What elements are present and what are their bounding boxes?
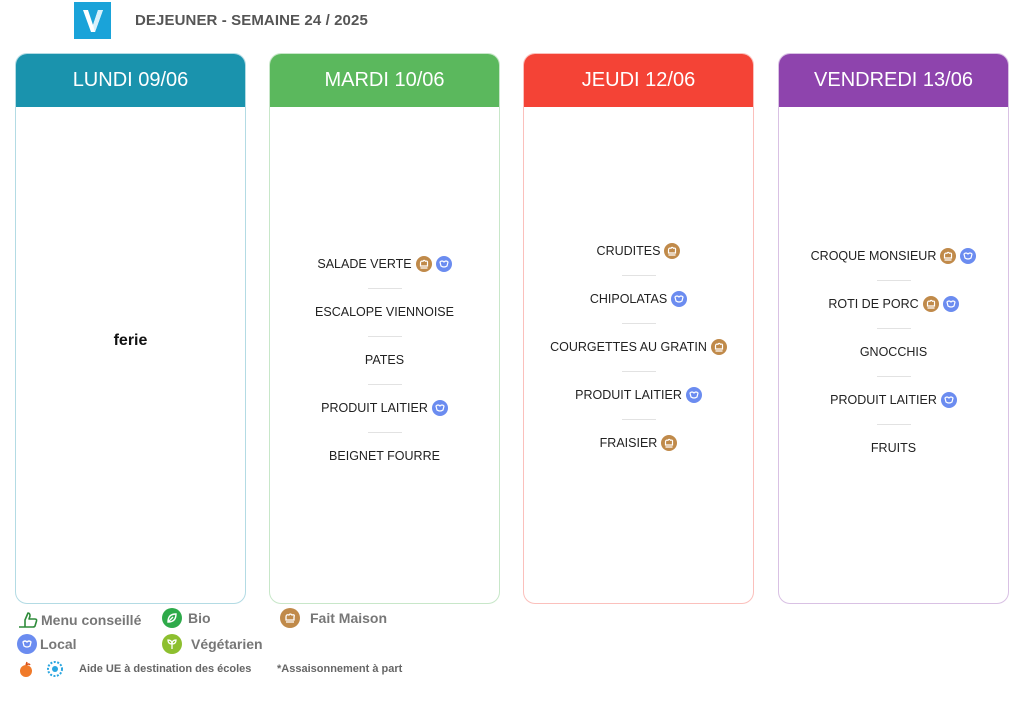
- menu-separator: [876, 316, 911, 340]
- menu-item: ESCALOPE VIENNOISE: [315, 300, 454, 324]
- menu-item: PRODUIT LAITIER: [321, 396, 448, 420]
- local-icon: [942, 296, 959, 312]
- local-icon: [671, 291, 688, 307]
- menu-item: COURGETTES AU GRATIN: [550, 335, 727, 359]
- legend-aide-ue: Aide UE à destination des écoles: [79, 663, 252, 675]
- thumbs-up-icon: [19, 612, 38, 628]
- legend-label: Végétarien: [191, 636, 263, 652]
- legend-vegetarien: Végétarien: [162, 634, 263, 654]
- day-header: JEUDI 12/06: [524, 54, 753, 107]
- menu-item-label: FRAISIER: [599, 436, 658, 450]
- menu-item-label: GNOCCHIS: [859, 345, 928, 359]
- vegetarian-sprout-icon: [162, 634, 182, 654]
- menu-separator: [621, 407, 656, 431]
- day-body: SALADE VERTE ESCALOPE VIENNOISE PATES PRODU…: [270, 107, 499, 603]
- menu-item: PRODUIT LAITIER: [830, 388, 957, 412]
- fait-maison-icon: [661, 435, 678, 451]
- bio-leaf-icon: [162, 608, 182, 628]
- legend-fait-maison: Fait Maison: [280, 608, 387, 628]
- fait-maison-icon: [710, 339, 727, 355]
- local-map-icon: [17, 634, 37, 654]
- fait-maison-icon: [940, 248, 957, 264]
- day-header: VENDREDI 13/06: [779, 54, 1008, 107]
- menu-item-label: CROQUE MONSIEUR: [810, 249, 937, 263]
- menu-item-label: SALADE VERTE: [317, 257, 412, 271]
- day-card-vendredi: VENDREDI 13/06 CROQUE MONSIEUR ROTI DE PO…: [778, 53, 1009, 604]
- day-card-lundi: LUNDI 09/06 ferie: [15, 53, 246, 604]
- local-icon: [685, 387, 702, 403]
- page-title: DEJEUNER - SEMAINE 24 / 2025: [135, 12, 368, 29]
- logo: [74, 2, 111, 39]
- menu-item-label: ESCALOPE VIENNOISE: [315, 305, 454, 319]
- local-icon: [435, 256, 452, 272]
- day-body: CRUDITES CHIPOLATAS COURGETTES AU GRATIN PR…: [524, 107, 753, 603]
- local-icon: [940, 392, 957, 408]
- fait-maison-icon: [664, 243, 681, 259]
- menu-item: SALADE VERTE: [317, 252, 452, 276]
- legend-bio: Bio: [162, 608, 211, 628]
- day-card-mardi: MARDI 10/06 SALADE VERTE ESCALOPE VIENNOI…: [269, 53, 500, 604]
- menu-separator: [367, 372, 402, 396]
- menu-item: CRUDITES: [597, 239, 681, 263]
- eu-milk-icon: [45, 660, 65, 678]
- menu-item: CHIPOLATAS: [589, 287, 688, 311]
- menu-item: ROTI DE PORC: [828, 292, 959, 316]
- menu-item-label: ROTI DE PORC: [828, 297, 919, 311]
- legend-label: Bio: [188, 610, 211, 626]
- eu-fruit-icon: [17, 660, 35, 678]
- local-icon: [960, 248, 977, 264]
- legend-local: Local: [17, 634, 77, 654]
- menu-separator: [876, 268, 911, 292]
- menu-item-label: PRODUIT LAITIER: [830, 393, 937, 407]
- day-card-jeudi: JEUDI 12/06 CRUDITES CHIPOLATAS COURGETTES…: [523, 53, 754, 604]
- day-body: CROQUE MONSIEUR ROTI DE PORC GNOCCHIS PRODU…: [779, 107, 1008, 603]
- menu-item-label: CRUDITES: [596, 244, 661, 258]
- menu-separator: [621, 359, 656, 383]
- menu-separator: [367, 324, 402, 348]
- fait-maison-icon: [922, 296, 939, 312]
- menu-item: FRAISIER: [600, 431, 678, 455]
- menu-separator: [621, 311, 656, 335]
- logo-v-icon: [82, 9, 103, 32]
- day-header: LUNDI 09/06: [16, 54, 245, 107]
- legend-label: Local: [40, 636, 77, 652]
- menu-list: CRUDITES CHIPOLATAS COURGETTES AU GRATIN PR…: [524, 239, 753, 455]
- day-header: MARDI 10/06: [270, 54, 499, 107]
- menu-item-label: CHIPOLATAS: [589, 292, 668, 306]
- fait-maison-icon: [415, 256, 432, 272]
- menu-item-label: COURGETTES AU GRATIN: [550, 340, 707, 354]
- legend-assaisonnement: *Assaisonnement à part: [277, 663, 403, 675]
- menu-item-label: PRODUIT LAITIER: [321, 401, 428, 415]
- menu-item: FRUITS: [871, 436, 916, 460]
- menu-item: PATES: [365, 348, 404, 372]
- menu-separator: [876, 412, 911, 436]
- menu-item-label: BEIGNET FOURRE: [329, 449, 440, 463]
- holiday-note: ferie: [113, 332, 148, 349]
- chef-hat-icon: [280, 608, 300, 628]
- day-body: ferie: [16, 107, 245, 603]
- menu-separator: [367, 420, 402, 444]
- menu-item-label: PATES: [364, 353, 405, 367]
- menu-separator: [876, 364, 911, 388]
- menu-item: CROQUE MONSIEUR: [811, 244, 977, 268]
- menu-separator: [621, 263, 656, 287]
- menu-item-label: FRUITS: [870, 441, 917, 455]
- menu-separator: [367, 276, 402, 300]
- legend-menu-conseille: Menu conseillé: [17, 610, 141, 630]
- legend-label: Menu conseillé: [41, 612, 142, 628]
- menu-item: BEIGNET FOURRE: [329, 444, 440, 468]
- menu-item: PRODUIT LAITIER: [575, 383, 702, 407]
- menu-item-label: PRODUIT LAITIER: [575, 388, 682, 402]
- menu-list: SALADE VERTE ESCALOPE VIENNOISE PATES PRODU…: [270, 252, 499, 468]
- menu-item: GNOCCHIS: [860, 340, 927, 364]
- legend-label: Fait Maison: [310, 610, 388, 626]
- menu-list: CROQUE MONSIEUR ROTI DE PORC GNOCCHIS PRODU…: [779, 244, 1008, 460]
- local-icon: [431, 400, 448, 416]
